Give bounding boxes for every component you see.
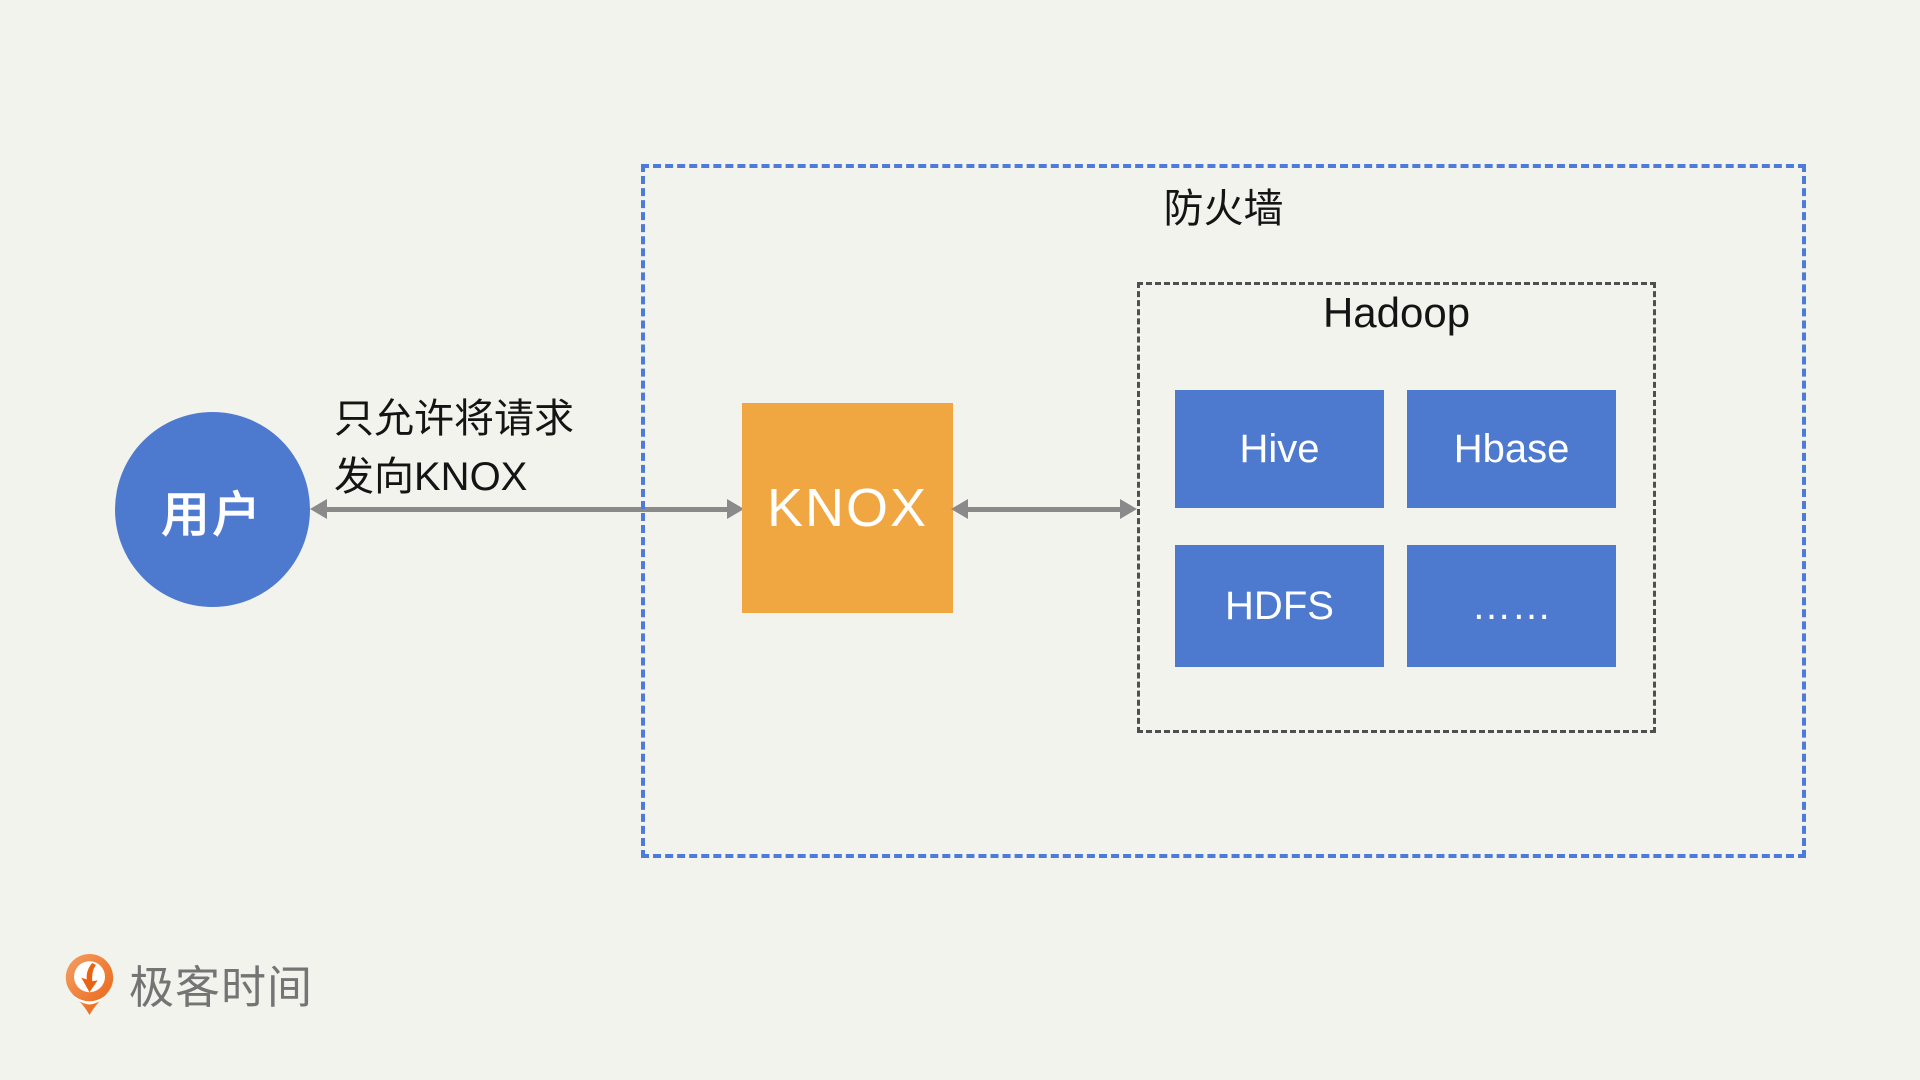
knox-node-label: KNOX (766, 478, 929, 538)
service-node-hive: Hive (1175, 390, 1384, 508)
arrow-shaft (322, 507, 732, 512)
geektime-pin-icon (65, 953, 114, 1015)
arrow-shaft (963, 507, 1125, 512)
service-node-label: Hbase (1453, 426, 1570, 471)
firewall-label: 防火墙 (1163, 187, 1284, 231)
arrowhead-right-icon (1120, 499, 1137, 519)
service-node-label: HDFS (1225, 583, 1334, 628)
geektime-logo-text: 极客时间 (129, 962, 314, 1013)
arrowhead-left-icon (310, 499, 327, 519)
service-node-label: …… (1471, 583, 1552, 628)
arrowhead-right-icon (727, 499, 744, 519)
flow-annotation-line1: 只允许将请求 (334, 397, 574, 441)
service-node-hbase: Hbase (1407, 390, 1616, 508)
firewall-boundary: 防火墙 Hadoop Hive Hbase HDFS …… (641, 164, 1806, 858)
flow-annotation-line2: 发向KNOX (334, 455, 528, 499)
service-node-label: Hive (1239, 426, 1320, 471)
geektime-logo: 极客时间 (64, 951, 313, 1016)
service-node-hdfs: HDFS (1175, 545, 1384, 667)
flow-annotation: 只允许将请求 发向KNOX (334, 390, 574, 506)
user-node-label: 用户 (161, 488, 264, 542)
user-node: 用户 (115, 412, 310, 607)
knox-hadoop-arrow (951, 499, 1137, 519)
user-knox-arrow (310, 499, 744, 519)
knox-node: KNOX (742, 403, 953, 613)
hadoop-cluster: Hadoop Hive Hbase HDFS …… (1137, 282, 1656, 733)
service-node-more: …… (1407, 545, 1616, 667)
hadoop-label: Hadoop (1322, 289, 1471, 336)
arrowhead-left-icon (951, 499, 968, 519)
